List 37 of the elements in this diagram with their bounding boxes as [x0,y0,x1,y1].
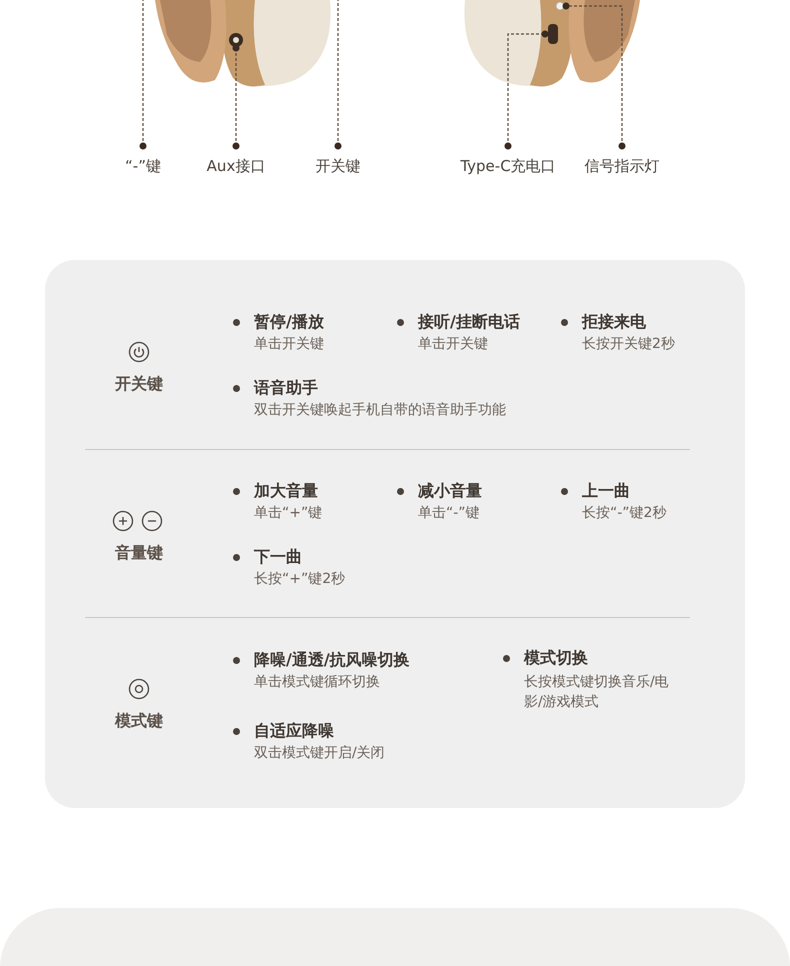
part-label: Type-C充电口 [460,146,556,176]
part-label: Aux接口 [206,146,266,176]
function-title: 模式切换 [524,648,588,669]
function-description: 长按模式键切换音乐/电影/游戏模式 [524,673,670,712]
part-label: “-”键 [125,146,161,176]
button-name: 音量键 [115,543,163,564]
function-description: 双击模式键开启/关闭 [254,744,385,763]
function-description: 单击开关键 [254,335,324,354]
button-name: 开关键 [115,374,163,395]
function-description: 双击开关键唤起手机自带的语音助手功能 [254,401,506,420]
function-description: 长按开关键2秒 [582,335,675,354]
leader-line [232,44,240,150]
usb-port [545,24,561,44]
leader-line [504,30,548,150]
audio-jack-icon [228,32,244,48]
part-label: 信号指示灯 [584,146,660,176]
function-title: 接听/挂断电话 [418,312,520,333]
function-title: 减小音量 [418,481,482,502]
function-title: 加大音量 [254,481,318,502]
function-title: 自适应降噪 [254,721,334,742]
function-description: 长按“+”键2秒 [254,570,346,589]
leader-line [140,0,146,150]
function-description: 长按“-”键2秒 [582,504,666,523]
function-description: 单击开关键 [418,335,488,354]
function-title: 降噪/通透/抗风噪切换 [254,650,410,671]
leader-line [562,2,626,150]
leader-line [334,0,342,150]
function-description: 单击“+”键 [254,504,322,523]
part-label: 开关键 [316,146,360,176]
function-title: 上一曲 [582,481,630,502]
function-title: 语音助手 [254,378,318,399]
function-title: 拒接来电 [582,312,646,333]
function-description: 单击模式键循环切换 [254,673,380,692]
function-title: 下一曲 [254,547,302,568]
button-name: 模式键 [115,711,163,732]
function-title: 暂停/播放 [254,312,324,333]
function-description: 单击“-”键 [418,504,480,523]
